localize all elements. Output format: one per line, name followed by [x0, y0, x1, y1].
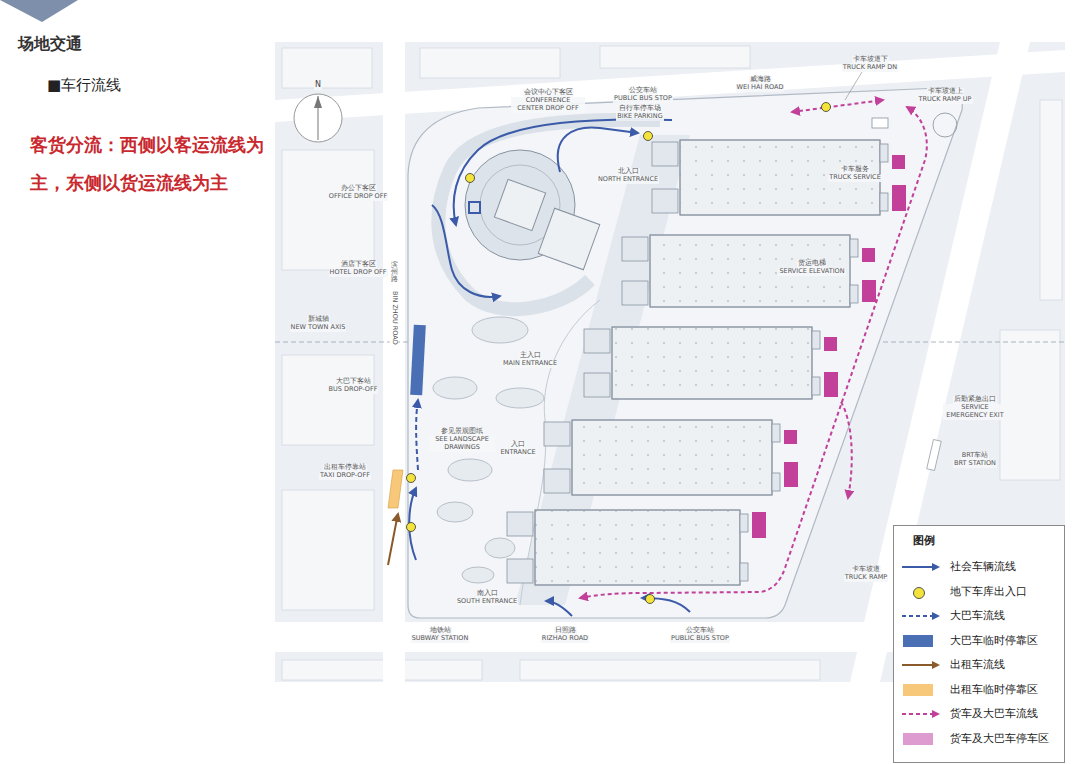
map-label: WEI HAI ROAD — [736, 84, 785, 92]
compass — [294, 94, 342, 142]
map-label: SUBWAY STATION — [411, 635, 470, 643]
map-label: PUBLIC BUS STOP — [670, 635, 730, 643]
legend-line — [900, 707, 942, 721]
map-label: TRUCK RAMP — [844, 574, 888, 582]
legend-line-stroke — [902, 664, 934, 666]
bus-flow — [416, 400, 418, 470]
map-label: BRT车站 — [961, 452, 989, 460]
map-label: 地铁站 — [429, 627, 452, 635]
map-label: 入口 — [510, 441, 526, 449]
taxi-stop-zone — [388, 470, 403, 508]
map-label: TAXI DROP-OFF — [319, 472, 371, 480]
drive-lane — [438, 120, 660, 309]
map-label: MAIN ENTRANCE — [502, 360, 558, 368]
hall-cores — [507, 142, 888, 583]
legend-text: 货车及大巴车流线 — [950, 707, 1038, 721]
map-label: 主入口 — [519, 352, 542, 360]
road-name: 滨州路 — [391, 262, 398, 283]
legend-arrowhead — [932, 612, 940, 620]
map-label: SOUTH ENTRANCE — [456, 598, 518, 606]
map-label: 新城轴 — [307, 316, 330, 324]
map-label: 出租车停靠站 — [323, 464, 367, 472]
ramp-symbol — [872, 118, 888, 128]
legend-text: 社会车辆流线 — [950, 560, 1016, 574]
exhibition-halls — [535, 140, 880, 585]
site-boundary — [408, 88, 962, 618]
map-label: 北入口 — [617, 168, 640, 176]
red-note: 客货分流：西侧以客运流线为主，东侧以货运流线为主 — [30, 126, 275, 202]
map-label: TRUCK SERVICE — [828, 174, 882, 182]
legend-text: 地下车库出入口 — [950, 585, 1027, 599]
map-label: PUBLIC BUS STOP — [613, 95, 673, 103]
legend-line — [900, 658, 942, 672]
map-label: BIKE PARKING — [616, 113, 663, 121]
map-label: 自行车停车场 — [618, 105, 662, 113]
map-label: OFFICE DROP OFF — [328, 193, 388, 201]
legend-line — [900, 609, 942, 623]
map-label: 办公下客区 — [340, 185, 377, 193]
map-label: BRT STATION — [953, 460, 997, 468]
legend-text: 大巴车流线 — [950, 609, 1005, 623]
map-label: 威海路 — [749, 76, 772, 84]
legend-text: 大巴车临时停靠区 — [950, 634, 1038, 648]
legend-dot — [913, 587, 925, 599]
leader-line — [845, 72, 862, 100]
map-label: 公交车站 — [685, 627, 715, 635]
north-mark: N — [314, 80, 322, 90]
map-label: TRUCK RAMP UP — [917, 96, 972, 104]
map-label: 参见景观图纸 — [440, 428, 484, 436]
legend-heading: 图例 — [913, 533, 935, 548]
map-label: 卡车服务 — [840, 166, 870, 174]
map-label: SEE LANDSCAPE DRAWINGS — [429, 436, 495, 452]
map-label: 会议中心下客区 — [523, 89, 574, 97]
legend-text: 出租车流线 — [950, 658, 1005, 672]
page-title: 场地交通 — [18, 34, 82, 55]
legend-swatch — [903, 733, 933, 745]
truck-parking — [752, 155, 906, 538]
legend-line-stroke — [902, 615, 934, 617]
map-label: 卡车坡道下 — [852, 56, 889, 64]
legend-text: 出租车临时停靠区 — [950, 683, 1038, 697]
garage-entrances — [407, 103, 831, 604]
legend-line — [900, 560, 942, 574]
legend-line-stroke — [902, 713, 934, 715]
map-label: NORTH ENTRANCE — [597, 176, 659, 184]
map-label: SERVICE EMERGENCY EXIT — [943, 404, 1007, 420]
section-heading: ■车行流线 — [47, 76, 121, 95]
map-label: 南入口 — [476, 590, 499, 598]
map-label: CONFERENCE CENTER DROP OFF — [511, 97, 585, 113]
legend-swatch — [903, 684, 933, 696]
truck-ramp-loop — [933, 113, 957, 137]
map-label: 酒店下客区 — [340, 261, 377, 269]
legend-arrowhead — [932, 661, 940, 669]
map-label: NEW TOWN AXIS — [290, 324, 347, 332]
legend-line-stroke — [902, 566, 934, 568]
legend-arrowhead — [932, 710, 940, 718]
truck-flow — [580, 100, 927, 598]
legend-text: 货车及大巴车停车区 — [950, 732, 1049, 746]
map-label: 公交车站 — [628, 87, 658, 95]
conference-center — [465, 150, 600, 270]
legend-arrowhead — [932, 563, 940, 571]
brt-shelter — [927, 439, 942, 470]
map-label: BUS DROP-OFF — [328, 386, 379, 394]
map-label: RIZHAO ROAD — [541, 635, 589, 643]
map-label: TRUCK RAMP DN — [842, 64, 898, 72]
map-label: HOTEL DROP OFF — [329, 269, 388, 277]
map-label: 卡车坡道 — [851, 566, 881, 574]
map-label: 卡车坡道上 — [927, 88, 964, 96]
map-label: 大巴下客站 — [335, 378, 372, 386]
road-name: BIN ZHOU ROAD — [390, 290, 398, 346]
map-label: SERVICE ELEVATION — [778, 268, 845, 276]
header-chevron — [0, 0, 78, 22]
taxi-flow — [388, 514, 398, 565]
car-flow — [409, 119, 690, 616]
map-label: 货运电梯 — [797, 260, 827, 268]
legend-swatch — [903, 635, 933, 647]
map-label: 日照路 — [554, 627, 577, 635]
bus-stop-zone — [410, 325, 426, 396]
map-label: 后勤紧急出口 — [953, 396, 997, 404]
map-label: ENTRANCE — [499, 449, 536, 457]
